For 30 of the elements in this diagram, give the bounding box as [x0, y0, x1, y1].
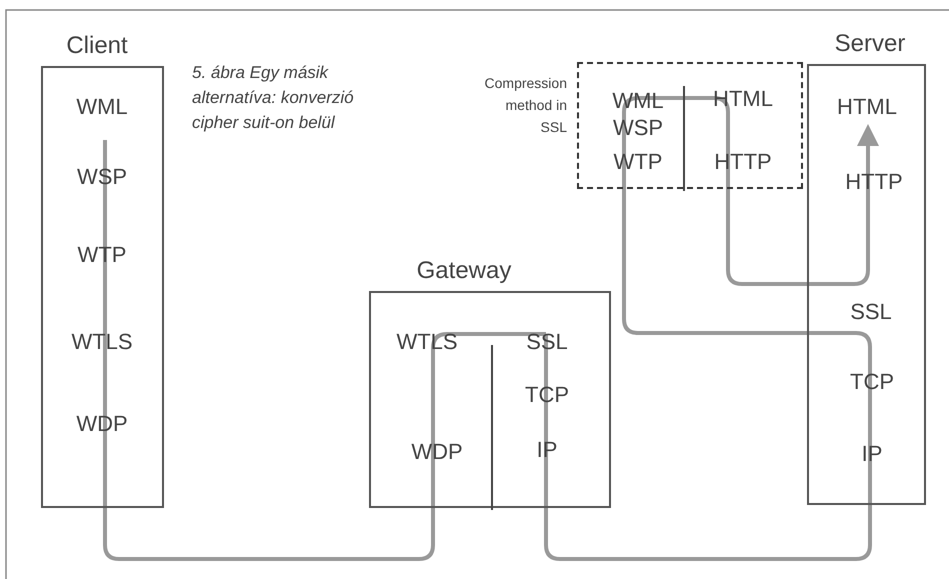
- flow-line: [544, 334, 872, 561]
- layer-label: WTLS: [396, 331, 458, 353]
- box-title: Gateway: [416, 259, 512, 283]
- layer-label: WTP: [78, 244, 126, 266]
- layer-label: WDP: [411, 441, 463, 463]
- layer-label: WSP: [612, 117, 664, 139]
- layer-label: IP: [536, 439, 558, 461]
- box-title: Server: [834, 32, 906, 56]
- layer-label: SSL: [850, 301, 892, 323]
- box-title: Client: [66, 34, 128, 58]
- layer-label: WML: [76, 96, 128, 118]
- layer-label: WDP: [76, 413, 128, 435]
- side-note: Compression method in SSL: [484, 74, 567, 137]
- layer-label: TCP: [850, 371, 894, 393]
- layer-label: HTML: [837, 96, 897, 118]
- layer-label: WSP: [76, 166, 128, 188]
- layer-label: HTTP: [714, 151, 772, 173]
- layer-label: IP: [862, 443, 882, 465]
- flow-arrow: [622, 96, 879, 286]
- layer-label: HTTP: [845, 171, 903, 193]
- layer-label: HTML: [713, 88, 773, 110]
- figure-caption: 5. ábra Egy másik alternatíva: konverzió cipher suit-on belül: [192, 62, 355, 134]
- dashed-group-box: [577, 62, 803, 189]
- layer-label: WTP: [614, 151, 662, 173]
- layer-label: TCP: [525, 384, 569, 406]
- layer-label: WTLS: [71, 331, 133, 353]
- layer-label: SSL: [526, 331, 568, 353]
- flow-line: [103, 140, 546, 561]
- flow-line: [622, 189, 872, 505]
- layer-label: WML: [612, 90, 664, 112]
